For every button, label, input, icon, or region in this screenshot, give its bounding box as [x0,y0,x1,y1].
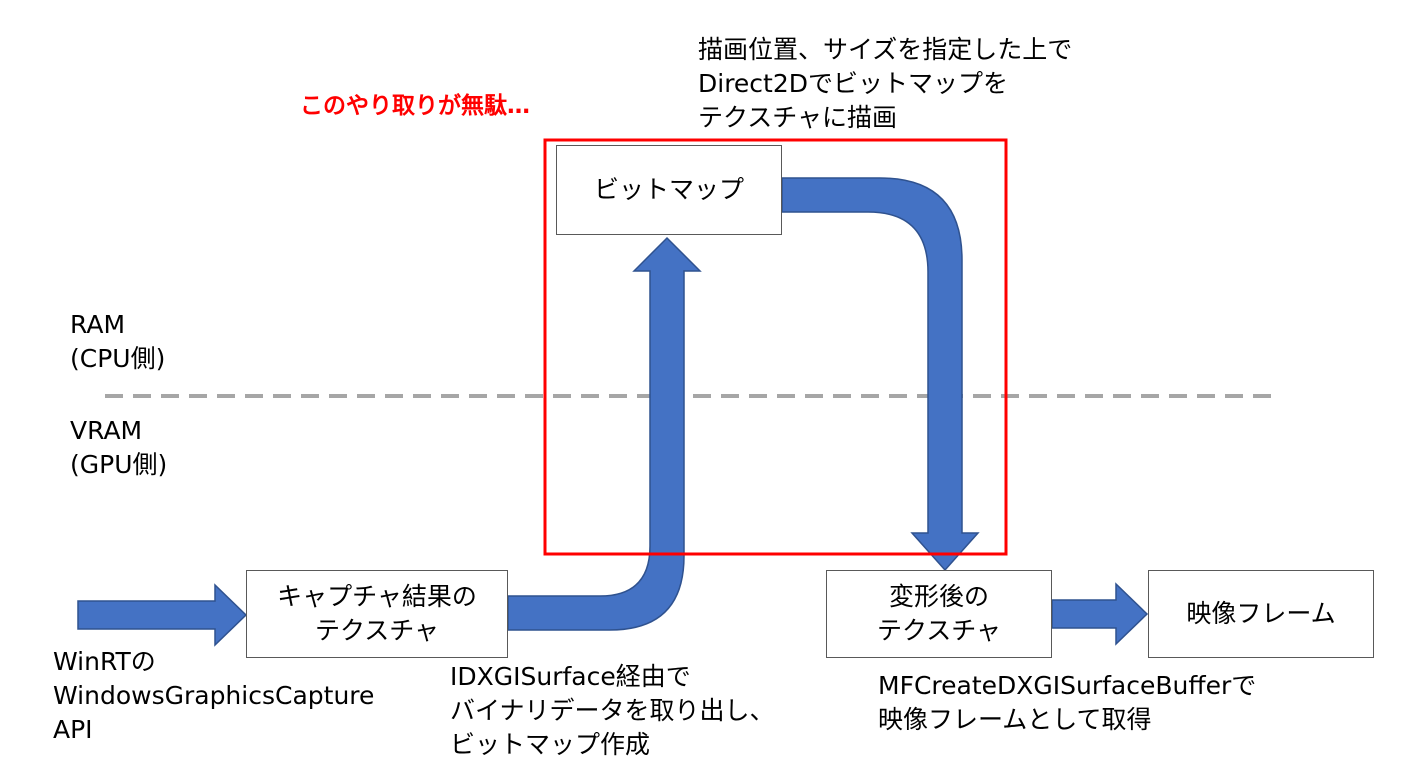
source-annotation-line3: API [53,715,93,744]
bitmap-node-label: ビットマップ [593,175,744,204]
capture-texture-node: キャプチャ結果の テクスチャ [246,570,508,658]
ram-label-line1: RAM [70,310,126,339]
draw-annotation: 描画位置、サイズを指定した上で Direct2Dでビットマップを テクスチャに描… [698,33,1072,135]
input-arrow [77,583,248,647]
output-annotation-line1: MFCreateDXGISurfaceBufferで [878,671,1257,700]
draw-arrow [781,177,980,572]
draw-annotation-line3: テクスチャに描画 [698,103,898,132]
capture-texture-line2: テクスチャ [314,616,439,645]
draw-annotation-line1: 描画位置、サイズを指定した上で [698,35,1073,64]
readback-annotation-line3: ビットマップ作成 [450,730,651,759]
ram-label-line2: (CPU側) [70,344,166,373]
draw-annotation-line2: Direct2Dでビットマップを [698,69,1009,98]
wasteful-transfer-highlight [543,138,1008,556]
video-frame-label: 映像フレーム [1186,599,1336,628]
source-annotation-line1: WinRTの [53,647,156,676]
warning-text: このやり取りが無駄… [300,93,530,119]
vram-label-line1: VRAM [70,416,143,445]
capture-texture-line1: キャプチャ結果の [277,582,477,611]
readback-annotation-line1: IDXGISurface経由で [450,662,691,691]
output-arrow [1051,582,1149,646]
output-annotation-line2: 映像フレームとして取得 [878,705,1152,734]
vram-label-line2: (GPU側) [70,450,168,479]
transformed-texture-node: 変形後の テクスチャ [826,570,1052,658]
bitmap-node: ビットマップ [556,145,782,235]
ram-region-label: RAM (CPU側) [70,308,165,376]
output-annotation: MFCreateDXGISurfaceBufferで 映像フレームとして取得 [878,669,1256,737]
readback-arrow [507,236,702,631]
source-annotation: WinRTの WindowsGraphicsCapture API [53,645,374,747]
readback-annotation: IDXGISurface経由で バイナリデータを取り出し、 ビットマップ作成 [450,660,775,762]
video-frame-node: 映像フレーム [1148,570,1374,658]
readback-annotation-line2: バイナリデータを取り出し、 [450,696,775,725]
transformed-texture-line1: 変形後の [888,582,989,611]
source-annotation-line2: WindowsGraphicsCapture [53,681,375,710]
transformed-texture-line2: テクスチャ [876,616,1001,645]
vram-region-label: VRAM (GPU側) [70,414,167,482]
